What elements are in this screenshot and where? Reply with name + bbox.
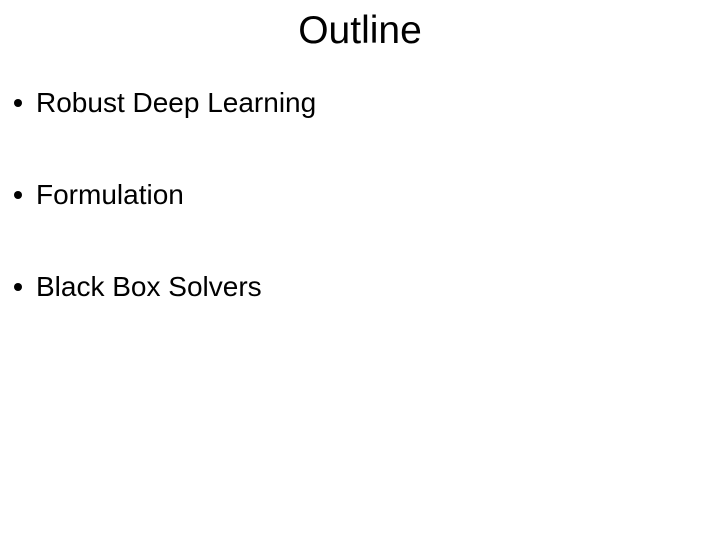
bullet-point-icon [14,283,22,291]
list-item: Robust Deep Learning [0,83,720,175]
outline-bullet-list: Robust Deep Learning Formulation Black B… [0,83,720,359]
bullet-point-icon [14,99,22,107]
list-item-label: Robust Deep Learning [36,87,317,118]
list-item-label: Formulation [36,179,184,210]
bullet-point-icon [14,191,22,199]
page-title: Outline [298,9,422,52]
list-item: Formulation [0,175,720,267]
list-item-label: Black Box Solvers [36,271,262,302]
list-item: Black Box Solvers [0,267,720,359]
